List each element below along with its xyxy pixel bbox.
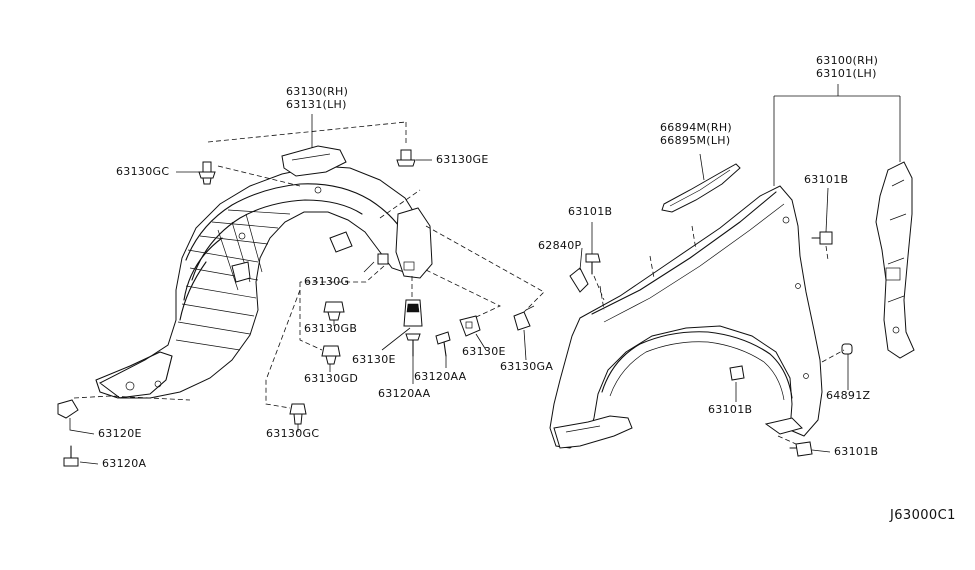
label-63101b-bottom: 63101B [834,445,879,458]
label-63120e: 63120E [98,427,142,440]
label-63101b-upper: 63101B [804,173,849,186]
clip-63130gb [323,301,345,321]
label-63101b-clip: 63101B [568,205,613,218]
label-63101-lh: 63101(LH) [816,67,877,80]
label-63130g: 63130G [304,275,350,288]
liner-fasteners [57,149,535,467]
bolt-63101b-lower [729,365,745,381]
clip-63130ga [513,305,535,331]
assembly-lines [73,121,845,445]
diagram-reference-code: J63000C1 [890,508,956,523]
bolt-63101b-upper [811,231,833,245]
screw-63120aa-left [405,333,421,357]
label-66894m-rh: 66894M(RH) [660,121,732,134]
label-63130e-left: 63130E [352,353,396,366]
fender-bracket [875,161,915,359]
screw-63120a [63,445,79,467]
clip-63130e-right [459,315,481,337]
label-63100-rh: 63100(RH) [816,54,879,67]
label-63130gd: 63130GD [304,372,359,385]
screw-63120aa-right [435,331,451,357]
label-62840p: 62840P [538,239,582,252]
clip-63120e [57,399,79,419]
clip-63130g [377,253,389,265]
label-64891z: 64891Z [826,389,871,402]
grommet-64891z [841,343,853,355]
label-63120aa-right: 63120AA [414,370,467,383]
bracket-62840p [569,267,589,293]
clip-63130gd [321,345,341,365]
label-63130gc-bottom: 63130GC [266,427,320,440]
label-63120aa-left: 63120AA [378,387,431,400]
bolt-63101b-bottom [789,441,813,457]
label-63131-lh: 63131(LH) [286,98,347,111]
clip-63101b-front [585,253,601,275]
fender-liner [95,145,433,399]
clip-63130gc-bottom [289,403,307,425]
label-63130ge: 63130GE [436,153,489,166]
fender-seal [661,163,741,213]
label-63130gb: 63130GB [304,322,358,335]
label-63130e-right: 63130E [462,345,506,358]
label-63101b-lower: 63101B [708,403,753,416]
fender-fasteners [569,231,853,457]
label-63130gc-top: 63130GC [116,165,170,178]
leader-lines [69,84,901,465]
nut-63130e-left [403,299,423,327]
label-63130-rh: 63130(RH) [286,85,349,98]
clip-63130ge [396,149,416,167]
label-63130ga: 63130GA [500,360,554,373]
label-63120a: 63120A [102,457,147,470]
label-66895m-lh: 66895M(LH) [660,134,731,147]
front-fender [549,185,823,449]
clip-63130gc-top [198,161,216,185]
